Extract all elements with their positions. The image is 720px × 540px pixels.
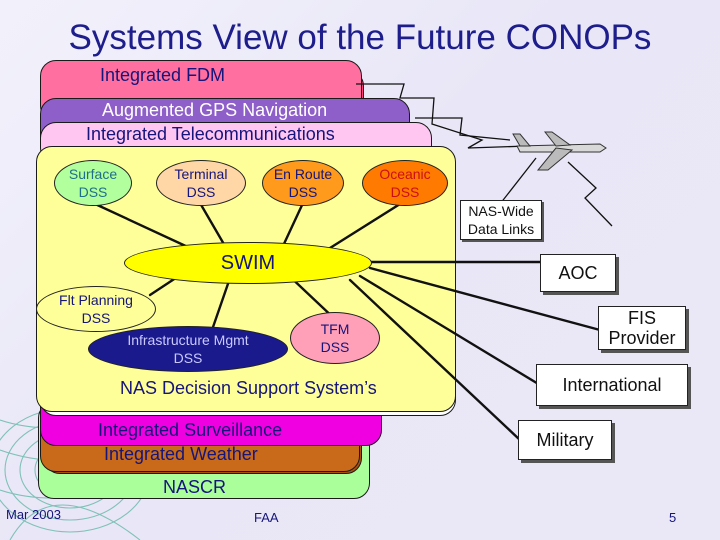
- footer-page-number: 5: [669, 510, 677, 525]
- fdm-label: Integrated FDM: [100, 65, 226, 85]
- swim-international-line: [358, 274, 542, 387]
- gps-label: Augmented GPS Navigation: [102, 100, 328, 120]
- nascr-label: NASCR: [163, 477, 227, 497]
- nas-dss-label: NAS Decision Support System’s: [120, 378, 377, 398]
- lightning-aircraft: [567, 161, 613, 227]
- swim-terminal-line: [198, 201, 227, 248]
- surveillance-label: Integrated Surveillance: [98, 420, 283, 440]
- military-box: Military: [518, 420, 612, 460]
- footer-org: FAA: [254, 510, 279, 525]
- telecom-label: Integrated Telecommunications: [86, 124, 335, 144]
- swim-fis-line: [368, 266, 602, 332]
- international-box: International: [536, 364, 688, 406]
- weather-label: Integrated Weather: [104, 444, 258, 464]
- lightning-fdm: [356, 83, 529, 149]
- aircraft-icon: [512, 131, 607, 171]
- slide-title: Systems View of the Future CONOPs: [68, 18, 652, 57]
- swim-bus: SWIM: [124, 242, 372, 284]
- lightning-gps: [415, 117, 511, 141]
- aoc-box: AOC: [540, 254, 616, 292]
- swim-surface-line: [91, 201, 192, 250]
- swim-military-line: [348, 278, 522, 442]
- footer-date: Mar 2003: [6, 507, 61, 522]
- swim-oceanic-line: [328, 202, 402, 250]
- swim-enroute-line: [281, 201, 305, 248]
- aircraft-datalink-line: [499, 157, 537, 205]
- swim-infra-line: [210, 276, 232, 332]
